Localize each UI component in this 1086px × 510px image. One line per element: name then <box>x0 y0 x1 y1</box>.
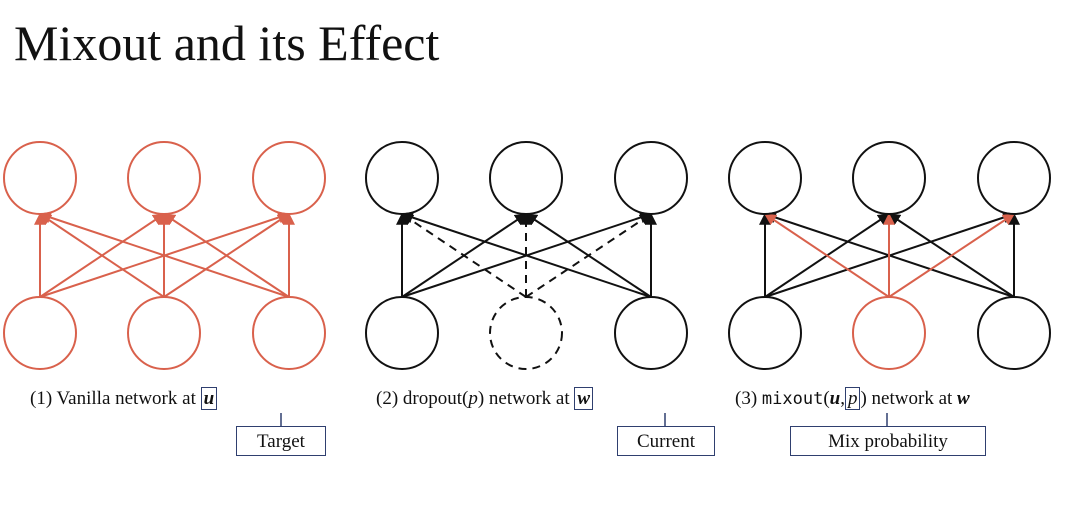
caption-vanilla: (1) Vanilla network at u <box>30 386 218 412</box>
dropped-connections <box>401 212 652 298</box>
vanilla-input-node <box>3 296 77 370</box>
callout-target: Target <box>236 426 326 456</box>
caption-variable: u <box>829 388 841 409</box>
mixed-target-connections <box>764 212 1015 298</box>
caption-text: (3) <box>735 388 758 409</box>
dropped-input-node <box>489 296 563 370</box>
vanilla-output-node <box>252 141 326 215</box>
callout-current: Current <box>617 426 715 456</box>
caption-variable: p <box>468 388 478 409</box>
dropout-output-node <box>365 141 439 215</box>
caption-text: ) network at <box>477 388 570 409</box>
caption-variable: u <box>203 388 215 409</box>
caption-text: ( <box>823 388 830 409</box>
vanilla-output-node <box>127 141 201 215</box>
caption-variable: w <box>957 388 970 409</box>
dropout-input-node <box>365 296 439 370</box>
caption-variable: w <box>577 388 591 409</box>
page-title: Mixout and its Effect <box>14 15 440 71</box>
mixout-output-node <box>852 141 926 215</box>
caption-function: mixout <box>761 389 824 409</box>
mixout-input-node <box>977 296 1051 370</box>
callout-connectors <box>280 413 888 427</box>
panel-vanilla-network <box>3 141 326 370</box>
caption-text: , <box>840 388 845 409</box>
caption-dropout: (2) dropout(p) network at w <box>376 386 594 412</box>
caption-text: (1) Vanilla network at <box>30 388 196 409</box>
mixout-output-node <box>977 141 1051 215</box>
caption-mixout: (3) mixout(u,p) network at w <box>735 386 970 412</box>
panel-mixout-network <box>728 141 1051 370</box>
dropout-output-node <box>614 141 688 215</box>
dropout-output-node <box>489 141 563 215</box>
vanilla-input-node <box>252 296 326 370</box>
vanilla-output-node <box>3 141 77 215</box>
mixed-target-input-node <box>852 296 926 370</box>
caption-text: ) network at <box>860 388 953 409</box>
mixout-output-node <box>728 141 802 215</box>
mixout-input-node <box>728 296 802 370</box>
vanilla-input-node <box>127 296 201 370</box>
vanilla-connections <box>34 211 295 298</box>
callout-mix-probability: Mix probability <box>790 426 986 456</box>
dropout-input-node <box>614 296 688 370</box>
caption-text: (2) dropout( <box>376 388 469 409</box>
panel-dropout-network <box>365 141 688 370</box>
caption-variable: p <box>847 388 858 409</box>
